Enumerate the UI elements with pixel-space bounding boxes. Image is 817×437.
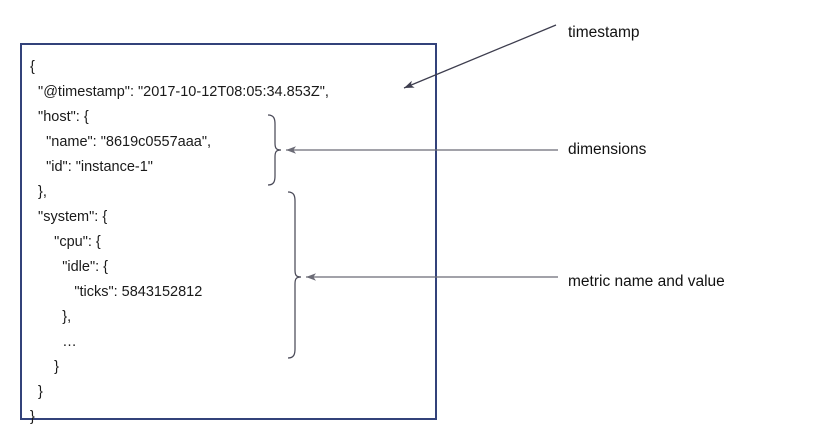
code-line-ticks: "ticks": 5843152812 (30, 284, 203, 300)
annotation-label-timestamp: timestamp (568, 24, 640, 41)
code-line-ellipsis: … (30, 334, 77, 350)
json-document-box: { "@timestamp": "2017-10-12T08:05:34.853… (20, 43, 437, 425)
code-line-idle-open: "idle": { (30, 259, 108, 275)
code-line-cpu-close: } (30, 359, 60, 375)
json-code-block: { "@timestamp": "2017-10-12T08:05:34.853… (30, 55, 430, 430)
code-line-system-close: } (30, 384, 43, 400)
annotation-label-metric: metric name and value (568, 273, 725, 290)
code-line-host-close: }, (30, 184, 47, 200)
annotation-label-dimensions: dimensions (568, 141, 647, 158)
code-line-host-open: "host": { (30, 109, 89, 125)
code-line-host-id: "id": "instance-1" (30, 159, 153, 175)
code-line-system-open: "system": { (30, 209, 108, 225)
code-line-root-close: } (30, 409, 35, 425)
code-line-host-name: "name": "8619c0557aaa", (30, 134, 212, 150)
code-line-cpu-open: "cpu": { (30, 234, 101, 250)
code-line-idle-close: }, (30, 309, 72, 325)
code-line: { (30, 59, 35, 75)
code-line-timestamp: "@timestamp": "2017-10-12T08:05:34.853Z"… (30, 84, 329, 100)
